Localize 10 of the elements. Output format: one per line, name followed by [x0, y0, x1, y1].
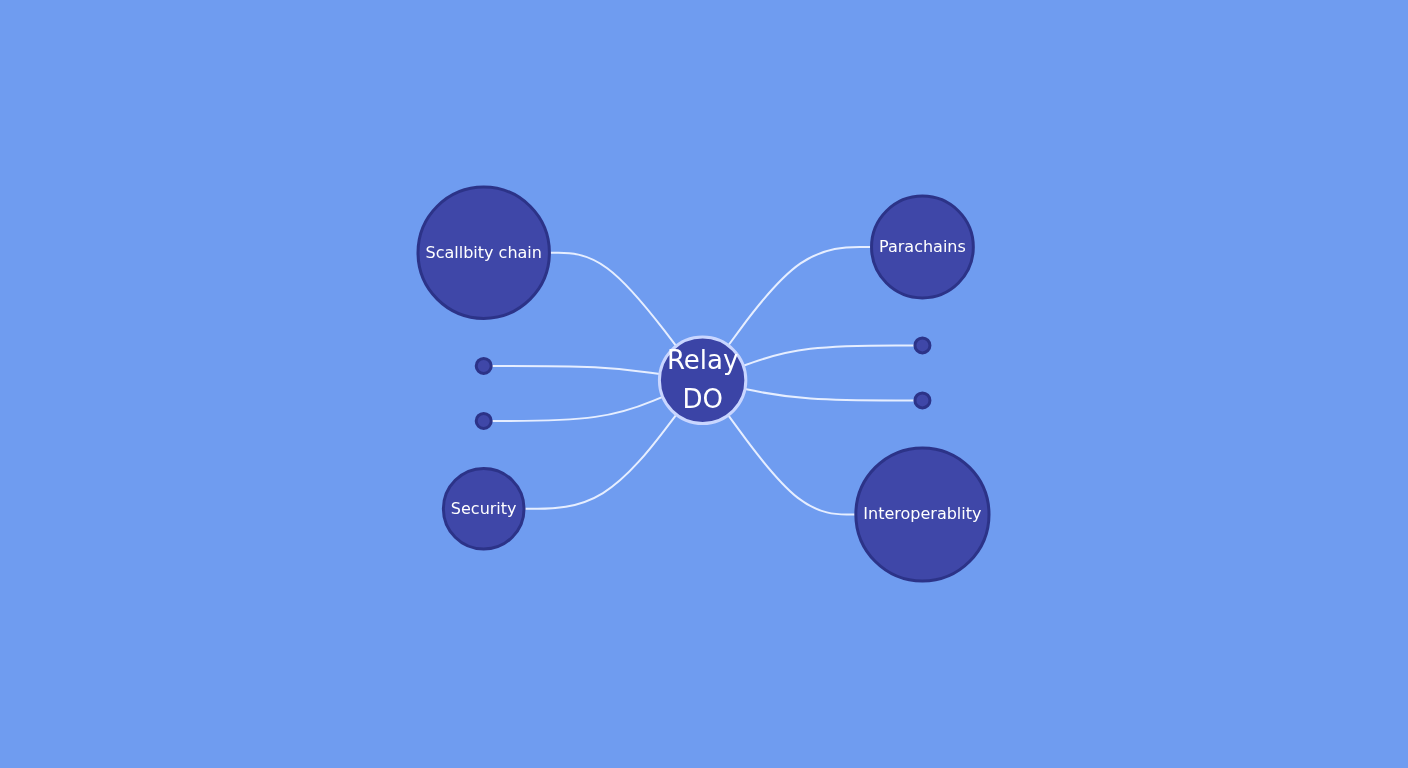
node-circle: Parachains	[870, 194, 976, 300]
node-circle	[475, 356, 494, 375]
node-circle	[913, 391, 932, 410]
node-circle: Interoperablity	[854, 446, 991, 583]
connector	[727, 245, 873, 347]
node-circle: Scallbity chain	[417, 185, 552, 320]
node-circle: Security	[442, 466, 527, 551]
node-circle	[913, 336, 932, 355]
node-circle: Relay DO	[658, 335, 748, 425]
node-circle	[475, 411, 494, 430]
